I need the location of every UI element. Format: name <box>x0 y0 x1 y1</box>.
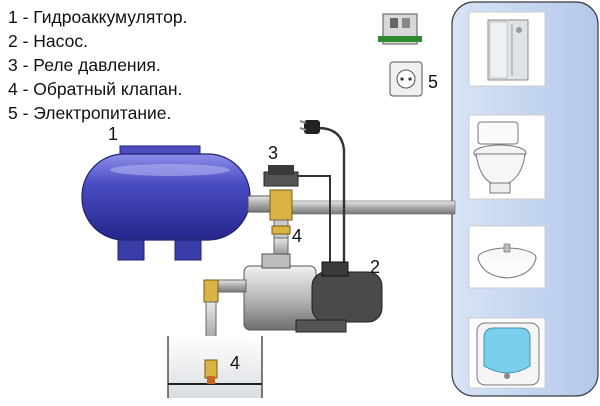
main-pipe <box>282 200 456 215</box>
legend-list: 1 - Гидроаккумулятор. 2 - Насос. 3 - Рел… <box>8 5 187 125</box>
surface-pump <box>243 253 383 333</box>
toilet-icon <box>468 114 546 200</box>
callout-check-valve-upper: 4 <box>292 226 303 246</box>
legend-item-check-valve: 4 - Обратный клапан. <box>8 79 183 99</box>
power-plug-icon <box>299 120 320 134</box>
hydroaccumulator-tank <box>81 145 273 261</box>
legend-item-accumulator: 1 - Гидроаккумулятор. <box>8 7 188 27</box>
check-valve-well <box>204 359 218 384</box>
circuit-breaker-icon <box>378 13 422 45</box>
wall-socket-icon <box>389 61 423 97</box>
legend-item-pump: 2 - Насос. <box>8 31 88 51</box>
callout-pressure-switch: 3 <box>268 143 279 163</box>
legend-item-pressure-switch: 3 - Реле давления. <box>8 55 161 75</box>
sink-icon <box>468 225 546 289</box>
callout-accumulator: 1 <box>108 124 119 144</box>
switch-cable <box>292 175 331 268</box>
callout-check-valve-well: 4 <box>230 353 241 373</box>
legend-item-power-supply: 5 - Электропитание. <box>8 103 172 123</box>
callout-power-supply: 5 <box>428 72 439 92</box>
pressure-switch <box>263 165 299 221</box>
power-cable <box>317 126 346 268</box>
water-heater-icon <box>468 317 546 389</box>
callout-pump: 2 <box>370 257 381 277</box>
shower-cabin-icon <box>468 11 546 87</box>
